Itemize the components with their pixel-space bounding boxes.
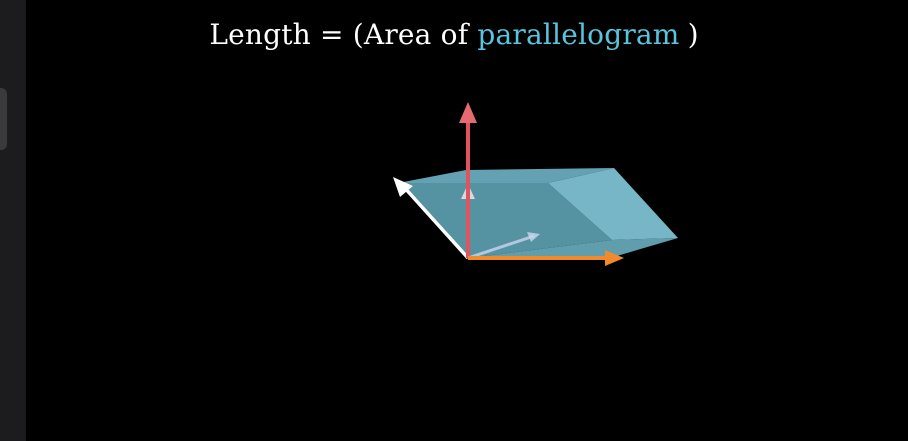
inner-vector-head xyxy=(527,232,540,242)
orange-vector-head xyxy=(605,250,624,266)
inner-vector xyxy=(467,234,535,260)
formula-caption: Length = (Area of parallelogram) xyxy=(0,18,908,51)
parallelogram-bottom-face xyxy=(468,238,678,258)
white-vector-head xyxy=(393,177,413,197)
parallelogram-side-face xyxy=(548,168,678,240)
side-panel xyxy=(0,0,26,441)
white-vector xyxy=(401,184,470,260)
parallelogram-back-face xyxy=(398,168,614,183)
caption-highlight: parallelogram xyxy=(477,18,680,51)
caption-prefix: Length = (Area of xyxy=(209,18,478,51)
red-vector-head xyxy=(459,102,477,123)
caption-suffix: ) xyxy=(687,18,699,51)
side-panel-handle[interactable] xyxy=(0,88,7,150)
